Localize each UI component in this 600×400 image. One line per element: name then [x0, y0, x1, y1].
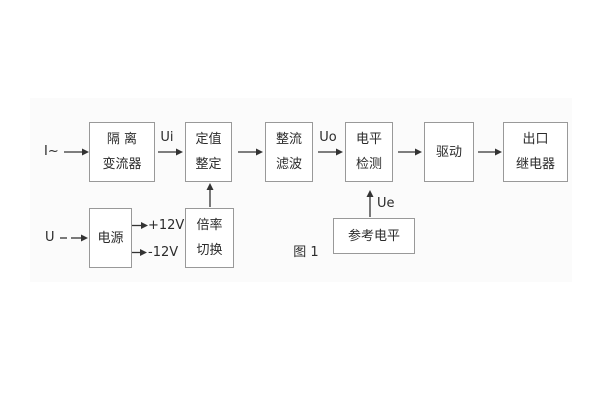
block-rectify-filter-line1: 整流 — [275, 132, 302, 147]
voltage-input-label: U — [45, 230, 55, 245]
reference-to-level-arrow — [366, 190, 374, 217]
drive-to-relay-arrow — [478, 148, 502, 156]
voltage-input-arrow — [60, 234, 88, 242]
block-ratio-switch: 倍率 切换 — [185, 208, 234, 268]
signal-uo-label: Uo — [319, 130, 337, 145]
plus-12v-label: +12V — [148, 218, 185, 233]
current-input-label: I~ — [44, 144, 59, 159]
minus-12v-arrow — [132, 249, 147, 256]
block-output-relay-line2: 继电器 — [515, 157, 555, 172]
setting-to-rectify-arrow — [238, 148, 263, 156]
block-level-detect-line1: 电平 — [355, 132, 382, 147]
block-output-relay: 出口 继电器 — [503, 122, 568, 182]
block-drive-line1: 驱动 — [435, 144, 462, 160]
block-rectify-filter-line2: 滤波 — [275, 157, 302, 172]
block-setting-adjust-line1: 定值 — [195, 132, 222, 147]
block-setting-adjust: 定值 整定 — [185, 122, 232, 182]
block-reference-level: 参考电平 — [333, 218, 415, 254]
block-ratio-switch-line2: 切换 — [196, 243, 223, 258]
block-ratio-switch-line1: 倍率 — [196, 218, 223, 233]
ratio-to-setting-arrow — [206, 183, 214, 207]
current-input-arrow — [64, 148, 89, 156]
block-setting-adjust-line2: 整定 — [195, 157, 222, 172]
block-reference-level-line1: 参考电平 — [347, 228, 400, 244]
block-isolation-transformer-line2: 变流器 — [102, 157, 142, 172]
block-rectify-filter: 整流 滤波 — [265, 122, 313, 182]
block-drive: 驱动 — [424, 122, 474, 182]
signal-ue-label: Ue — [377, 196, 395, 211]
minus-12v-label: -12V — [148, 245, 179, 260]
block-power-supply: 电源 — [89, 208, 132, 268]
figure-caption: 图 1 — [293, 245, 319, 260]
block-isolation-transformer-line1: 隔 离 — [106, 132, 138, 147]
block-isolation-transformer: 隔 离 变流器 — [89, 122, 155, 182]
level-to-drive-arrow — [398, 148, 422, 156]
rectify-to-level-arrow — [318, 148, 343, 156]
isolation-to-setting-arrow — [158, 148, 183, 156]
block-power-supply-line1: 电源 — [97, 230, 124, 246]
plus-12v-arrow — [132, 222, 148, 229]
block-level-detect-line2: 检测 — [355, 157, 382, 172]
block-output-relay-line1: 出口 — [522, 132, 549, 147]
block-level-detect: 电平 检测 — [345, 122, 393, 182]
signal-ui-label: Ui — [160, 130, 174, 145]
